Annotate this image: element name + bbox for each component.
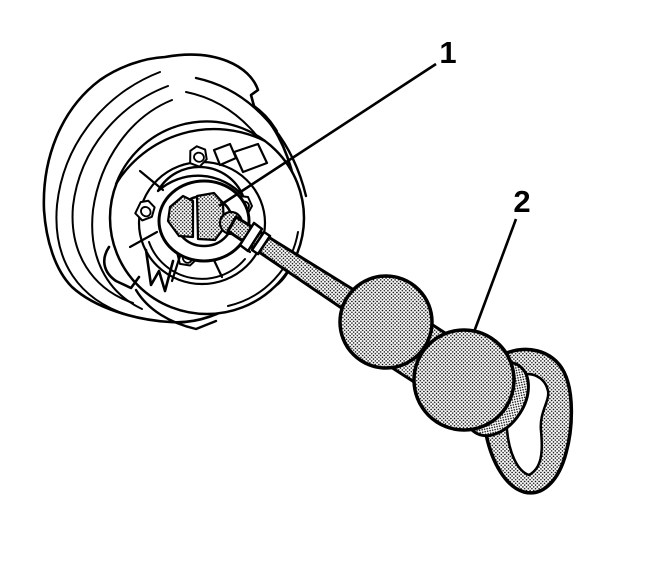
callout-1-leader-line <box>218 62 437 208</box>
notch-arc <box>253 105 278 132</box>
rim-inner-arc-2 <box>71 85 169 304</box>
adjuster-block-large <box>232 142 269 174</box>
spoke-3 <box>170 254 182 283</box>
bracket-tab <box>134 288 218 331</box>
spoke-2 <box>128 230 159 249</box>
shaft-collar-band-1 <box>238 221 264 253</box>
flange-inner-arc <box>148 241 246 280</box>
drum-crescent <box>114 120 267 186</box>
hammer-weight-rear <box>412 328 516 432</box>
rim-inner-arc-1 <box>55 71 161 316</box>
hub-nut-facet-left <box>166 194 195 239</box>
dish-wall-arc <box>91 99 173 310</box>
shaft-collar-band-2 <box>250 230 272 256</box>
spoke-1 <box>138 169 165 192</box>
bracket-hook <box>102 245 141 290</box>
slide-hammer-tool <box>226 215 574 495</box>
bracket-prongs <box>144 248 175 293</box>
dish-sweep-arc-outer <box>194 76 308 198</box>
hammer-weight-front <box>338 274 434 370</box>
callout-2-leader-line <box>472 218 518 333</box>
callout-1-label: 1 <box>439 35 456 70</box>
drum-inner-arc <box>227 231 299 307</box>
callout-2-label: 2 <box>513 184 530 219</box>
callouts: 1 2 <box>218 35 531 333</box>
hub-nut-facet-right <box>195 191 226 242</box>
hub-and-bearing <box>157 179 251 263</box>
